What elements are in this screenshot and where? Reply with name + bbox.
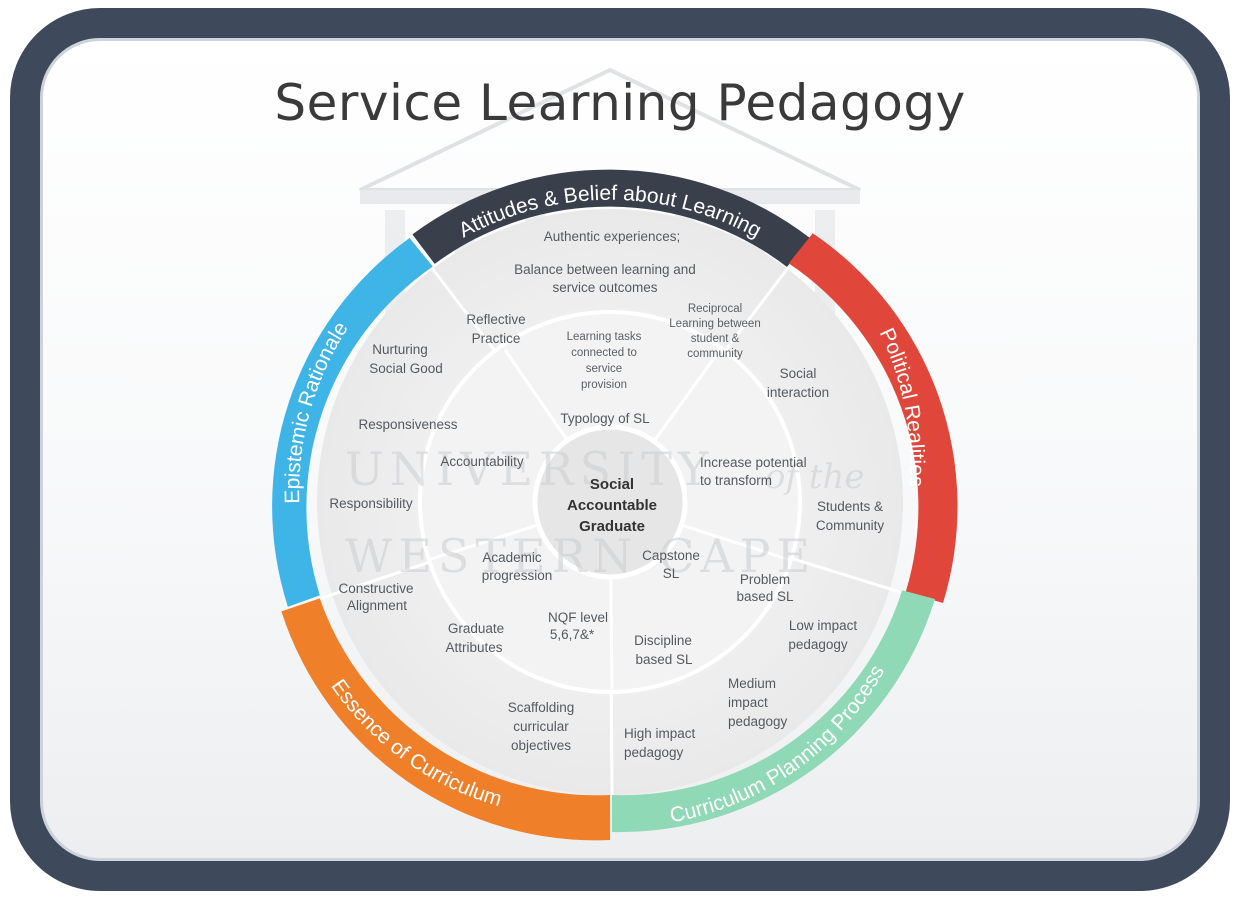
label-increase-2: to transform — [700, 473, 772, 488]
label-reflective-2: Practice — [472, 331, 521, 346]
center-line1: Social — [590, 476, 634, 493]
label-nurturing-1: Nurturing — [372, 342, 428, 357]
label-reciprocal-1: Reciprocal — [688, 303, 742, 315]
label-low-2: pedagogy — [788, 637, 848, 652]
ring-segment-epistemic — [272, 238, 433, 607]
label-reciprocal-4: community — [687, 348, 743, 360]
label-social-1: Social — [780, 366, 817, 381]
center-line3: Graduate — [579, 518, 645, 535]
label-reciprocal-3: student & — [691, 333, 740, 345]
label-increase-1: Increase potential — [700, 455, 807, 470]
label-high-1: High impact — [624, 726, 696, 741]
label-responsiveness: Responsiveness — [358, 417, 457, 432]
label-scaffolding-3: objectives — [511, 738, 571, 753]
label-tasks-3: service — [586, 363, 622, 375]
watermark-line2: WESTERN CAPE — [345, 529, 816, 583]
center-line2: Accountable — [567, 497, 657, 514]
label-constructive-2: Alignment — [347, 598, 407, 613]
label-graduate-1: Graduate — [448, 621, 504, 636]
label-medium-1: Medium — [728, 676, 776, 691]
label-scaffolding-2: curricular — [513, 719, 569, 734]
ring-segment-essence — [281, 598, 610, 841]
page-title: Service Learning Pedagogy — [274, 74, 966, 132]
label-students-1: Students & — [817, 499, 883, 514]
label-low-1: Low impact — [789, 618, 858, 633]
label-social-2: interaction — [767, 385, 829, 400]
label-typology: Typology of SL — [560, 411, 650, 426]
label-accountability: Accountability — [440, 454, 524, 469]
label-nurturing-2: Social Good — [369, 361, 443, 376]
label-responsibility: Responsibility — [329, 496, 413, 511]
label-nqf-1: NQF level — [548, 610, 608, 625]
label-tasks-2: connected to — [571, 347, 637, 359]
label-tasks-4: provision — [581, 379, 627, 391]
label-scaffolding-1: Scaffolding — [508, 700, 575, 715]
label-balance-2: service outcomes — [552, 280, 657, 295]
label-reciprocal-2: Learning between — [669, 318, 760, 330]
label-high-2: pedagogy — [624, 745, 684, 760]
ring-segment-political — [788, 233, 958, 603]
label-constructive-1: Constructive — [338, 581, 413, 596]
label-capstone-2: SL — [663, 566, 680, 581]
label-authentic: Authentic experiences; — [544, 229, 681, 244]
label-problem-2: based SL — [736, 589, 794, 604]
label-reflective-1: Reflective — [466, 312, 525, 327]
label-nqf-2: 5,6,7&* — [550, 627, 595, 642]
ring-segment-curriculum-planning — [612, 590, 935, 833]
center-circle — [532, 424, 688, 580]
label-capstone-1: Capstone — [642, 548, 700, 563]
label-academic-1: Academic — [482, 550, 542, 565]
label-academic-2: progression — [482, 568, 553, 583]
label-graduate-2: Attributes — [445, 640, 502, 655]
label-discipline-1: Discipline — [634, 633, 692, 648]
label-problem-1: Problem — [740, 572, 790, 587]
watermark-line1: UNIVERSITY — [345, 442, 714, 496]
label-balance-1: Balance between learning and — [514, 262, 696, 277]
label-discipline-2: based SL — [635, 652, 693, 667]
watermark-of-the: of the — [765, 457, 865, 497]
label-medium-3: pedagogy — [728, 714, 788, 729]
label-tasks-1: Learning tasks — [567, 331, 642, 343]
label-medium-2: impact — [728, 695, 768, 710]
label-students-2: Community — [816, 518, 885, 533]
ring-segment-attitudes — [412, 169, 811, 267]
